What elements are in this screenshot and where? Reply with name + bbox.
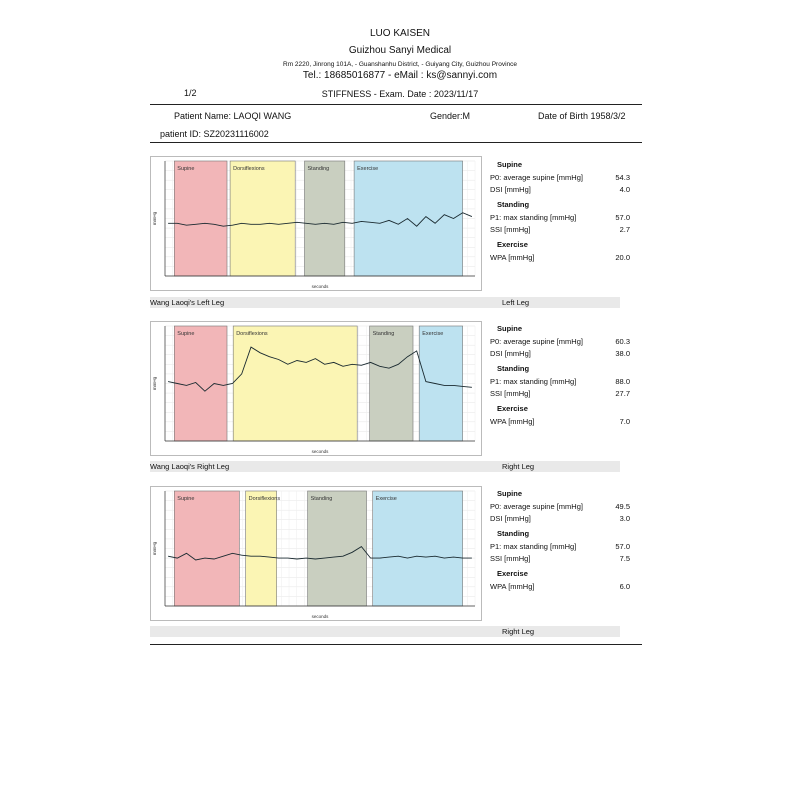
phase-label: Standing <box>311 496 333 502</box>
phase-region <box>173 325 228 442</box>
ssi-label: SSI [mmHg] <box>490 554 531 563</box>
chart-right-leg: Supine Dorsiflexions Standing Exercise secon… <box>150 321 482 456</box>
phase-label: Exercise <box>376 496 397 502</box>
phase-label: Exercise <box>422 331 443 337</box>
x-axis-label: seconds <box>312 614 330 619</box>
patient-id: patient ID: SZ20231116002 <box>160 129 269 139</box>
p1-label: P1: max standing [mmHg] <box>490 213 577 222</box>
p0-value: 49.5 <box>615 502 630 511</box>
phase-label: Dorsiflexions <box>233 166 265 172</box>
phase-region <box>372 490 463 607</box>
supine-heading: Supine <box>497 324 523 333</box>
chart-third: Supine Dorsiflexions Standing Exercise secon… <box>150 486 482 621</box>
patient-dob: Date of Birth 1958/3/2 <box>538 111 626 121</box>
phase-region <box>173 160 228 277</box>
pressure-trace <box>168 212 473 227</box>
wpa-value: 20.0 <box>615 253 630 262</box>
phase-region <box>418 325 463 442</box>
leg-side: Right Leg <box>502 627 535 636</box>
phase-region <box>304 160 346 277</box>
patient-gender: Gender:M <box>430 111 471 121</box>
phase-region <box>369 325 414 442</box>
phase-region <box>245 490 277 607</box>
dsi-label: DSI [mmHg] <box>490 514 531 523</box>
p1-value: 57.0 <box>615 542 630 551</box>
leg-side: Right Leg <box>502 462 535 471</box>
exercise-heading: Exercise <box>497 404 528 413</box>
ssi-label: SSI [mmHg] <box>490 389 531 398</box>
exercise-heading: Exercise <box>497 569 528 578</box>
results-panel: Supine P0: average supine [mmHg] 60.3 DSI… <box>490 324 630 426</box>
p1-value: 88.0 <box>615 377 630 386</box>
phase-region <box>307 490 367 607</box>
leg-band: Wang Laoqi's Left Leg Left Leg <box>150 297 620 308</box>
divider <box>150 104 642 105</box>
p1-label: P1: max standing [mmHg] <box>490 377 577 386</box>
dsi-label: DSI [mmHg] <box>490 349 531 358</box>
patient-name: Patient Name: LAOQI WANG <box>174 111 292 121</box>
leg-side: Left Leg <box>502 298 530 307</box>
ssi-value: 27.7 <box>615 389 630 398</box>
supine-heading: Supine <box>497 160 523 169</box>
phase-label: Supine <box>177 166 194 172</box>
phase-label: Dorsiflexions <box>249 496 281 502</box>
wpa-label: WPA [mmHg] <box>490 253 535 262</box>
phase-label: Supine <box>177 331 194 337</box>
phase-region <box>229 160 296 277</box>
ssi-value: 7.5 <box>619 554 630 563</box>
p1-value: 57.0 <box>615 213 630 222</box>
chart-left-leg: Supine Dorsiflexions Standing Exercise secon… <box>150 156 482 291</box>
divider <box>150 142 642 143</box>
wpa-value: 7.0 <box>619 417 630 426</box>
pressure-trace <box>168 546 472 561</box>
p0-value: 54.3 <box>615 173 630 182</box>
p0-label: P0: average supine [mmHg] <box>490 337 583 346</box>
y-axis-label: mmHg <box>152 541 157 555</box>
wpa-value: 6.0 <box>619 582 630 591</box>
x-axis-label: seconds <box>312 284 330 289</box>
phase-label: Exercise <box>357 166 378 172</box>
company-address: Rm 2220, Jinrong 101A, - Guanshanhu Dist… <box>283 61 517 68</box>
p0-label: P0: average supine [mmHg] <box>490 502 583 511</box>
x-axis-label: seconds <box>312 449 330 454</box>
divider <box>150 644 642 645</box>
standing-heading: Standing <box>497 200 530 209</box>
p0-value: 60.3 <box>615 337 630 346</box>
dsi-value: 4.0 <box>619 185 630 194</box>
y-axis-label: mmHg <box>152 376 157 390</box>
phase-label: Standing <box>308 166 330 172</box>
dsi-value: 3.0 <box>619 514 630 523</box>
phase-region <box>353 160 463 277</box>
wpa-label: WPA [mmHg] <box>490 582 535 591</box>
exam-title: STIFFNESS - Exam. Date : 2023/11/17 <box>321 89 479 99</box>
ssi-label: SSI [mmHg] <box>490 225 531 234</box>
leg-band: Wang Laoqi's Right Leg Right Leg <box>150 461 620 472</box>
standing-heading: Standing <box>497 364 530 373</box>
leg-label: Wang Laoqi's Right Leg <box>150 462 230 471</box>
contact-info: Tel.: 18685016877 - eMail : ks@sannyi.co… <box>302 70 498 81</box>
dsi-value: 38.0 <box>615 349 630 358</box>
page-number: 1/2 <box>184 88 197 98</box>
results-panel: Supine P0: average supine [mmHg] 49.5 DSI… <box>490 489 630 591</box>
leg-band: Right Leg <box>150 626 620 637</box>
y-axis-label: mmHg <box>152 211 157 225</box>
phase-label: Standing <box>373 331 395 337</box>
leg-label: Wang Laoqi's Left Leg <box>150 298 225 307</box>
wpa-label: WPA [mmHg] <box>490 417 535 426</box>
doctor-name: LUO KAISEN <box>369 28 431 39</box>
pressure-trace <box>168 346 472 392</box>
standing-heading: Standing <box>497 529 530 538</box>
phase-region <box>173 490 240 607</box>
phase-region <box>232 325 358 442</box>
p1-label: P1: max standing [mmHg] <box>490 542 577 551</box>
phase-label: Supine <box>177 496 194 502</box>
ssi-value: 2.7 <box>619 225 630 234</box>
company-name: Guizhou Sanyi Medical <box>348 45 452 56</box>
phase-label: Dorsiflexions <box>236 331 268 337</box>
dsi-label: DSI [mmHg] <box>490 185 531 194</box>
exercise-heading: Exercise <box>497 240 528 249</box>
supine-heading: Supine <box>497 489 523 498</box>
results-panel: Supine P0: average supine [mmHg] 54.3 DSI… <box>490 160 630 262</box>
p0-label: P0: average supine [mmHg] <box>490 173 583 182</box>
